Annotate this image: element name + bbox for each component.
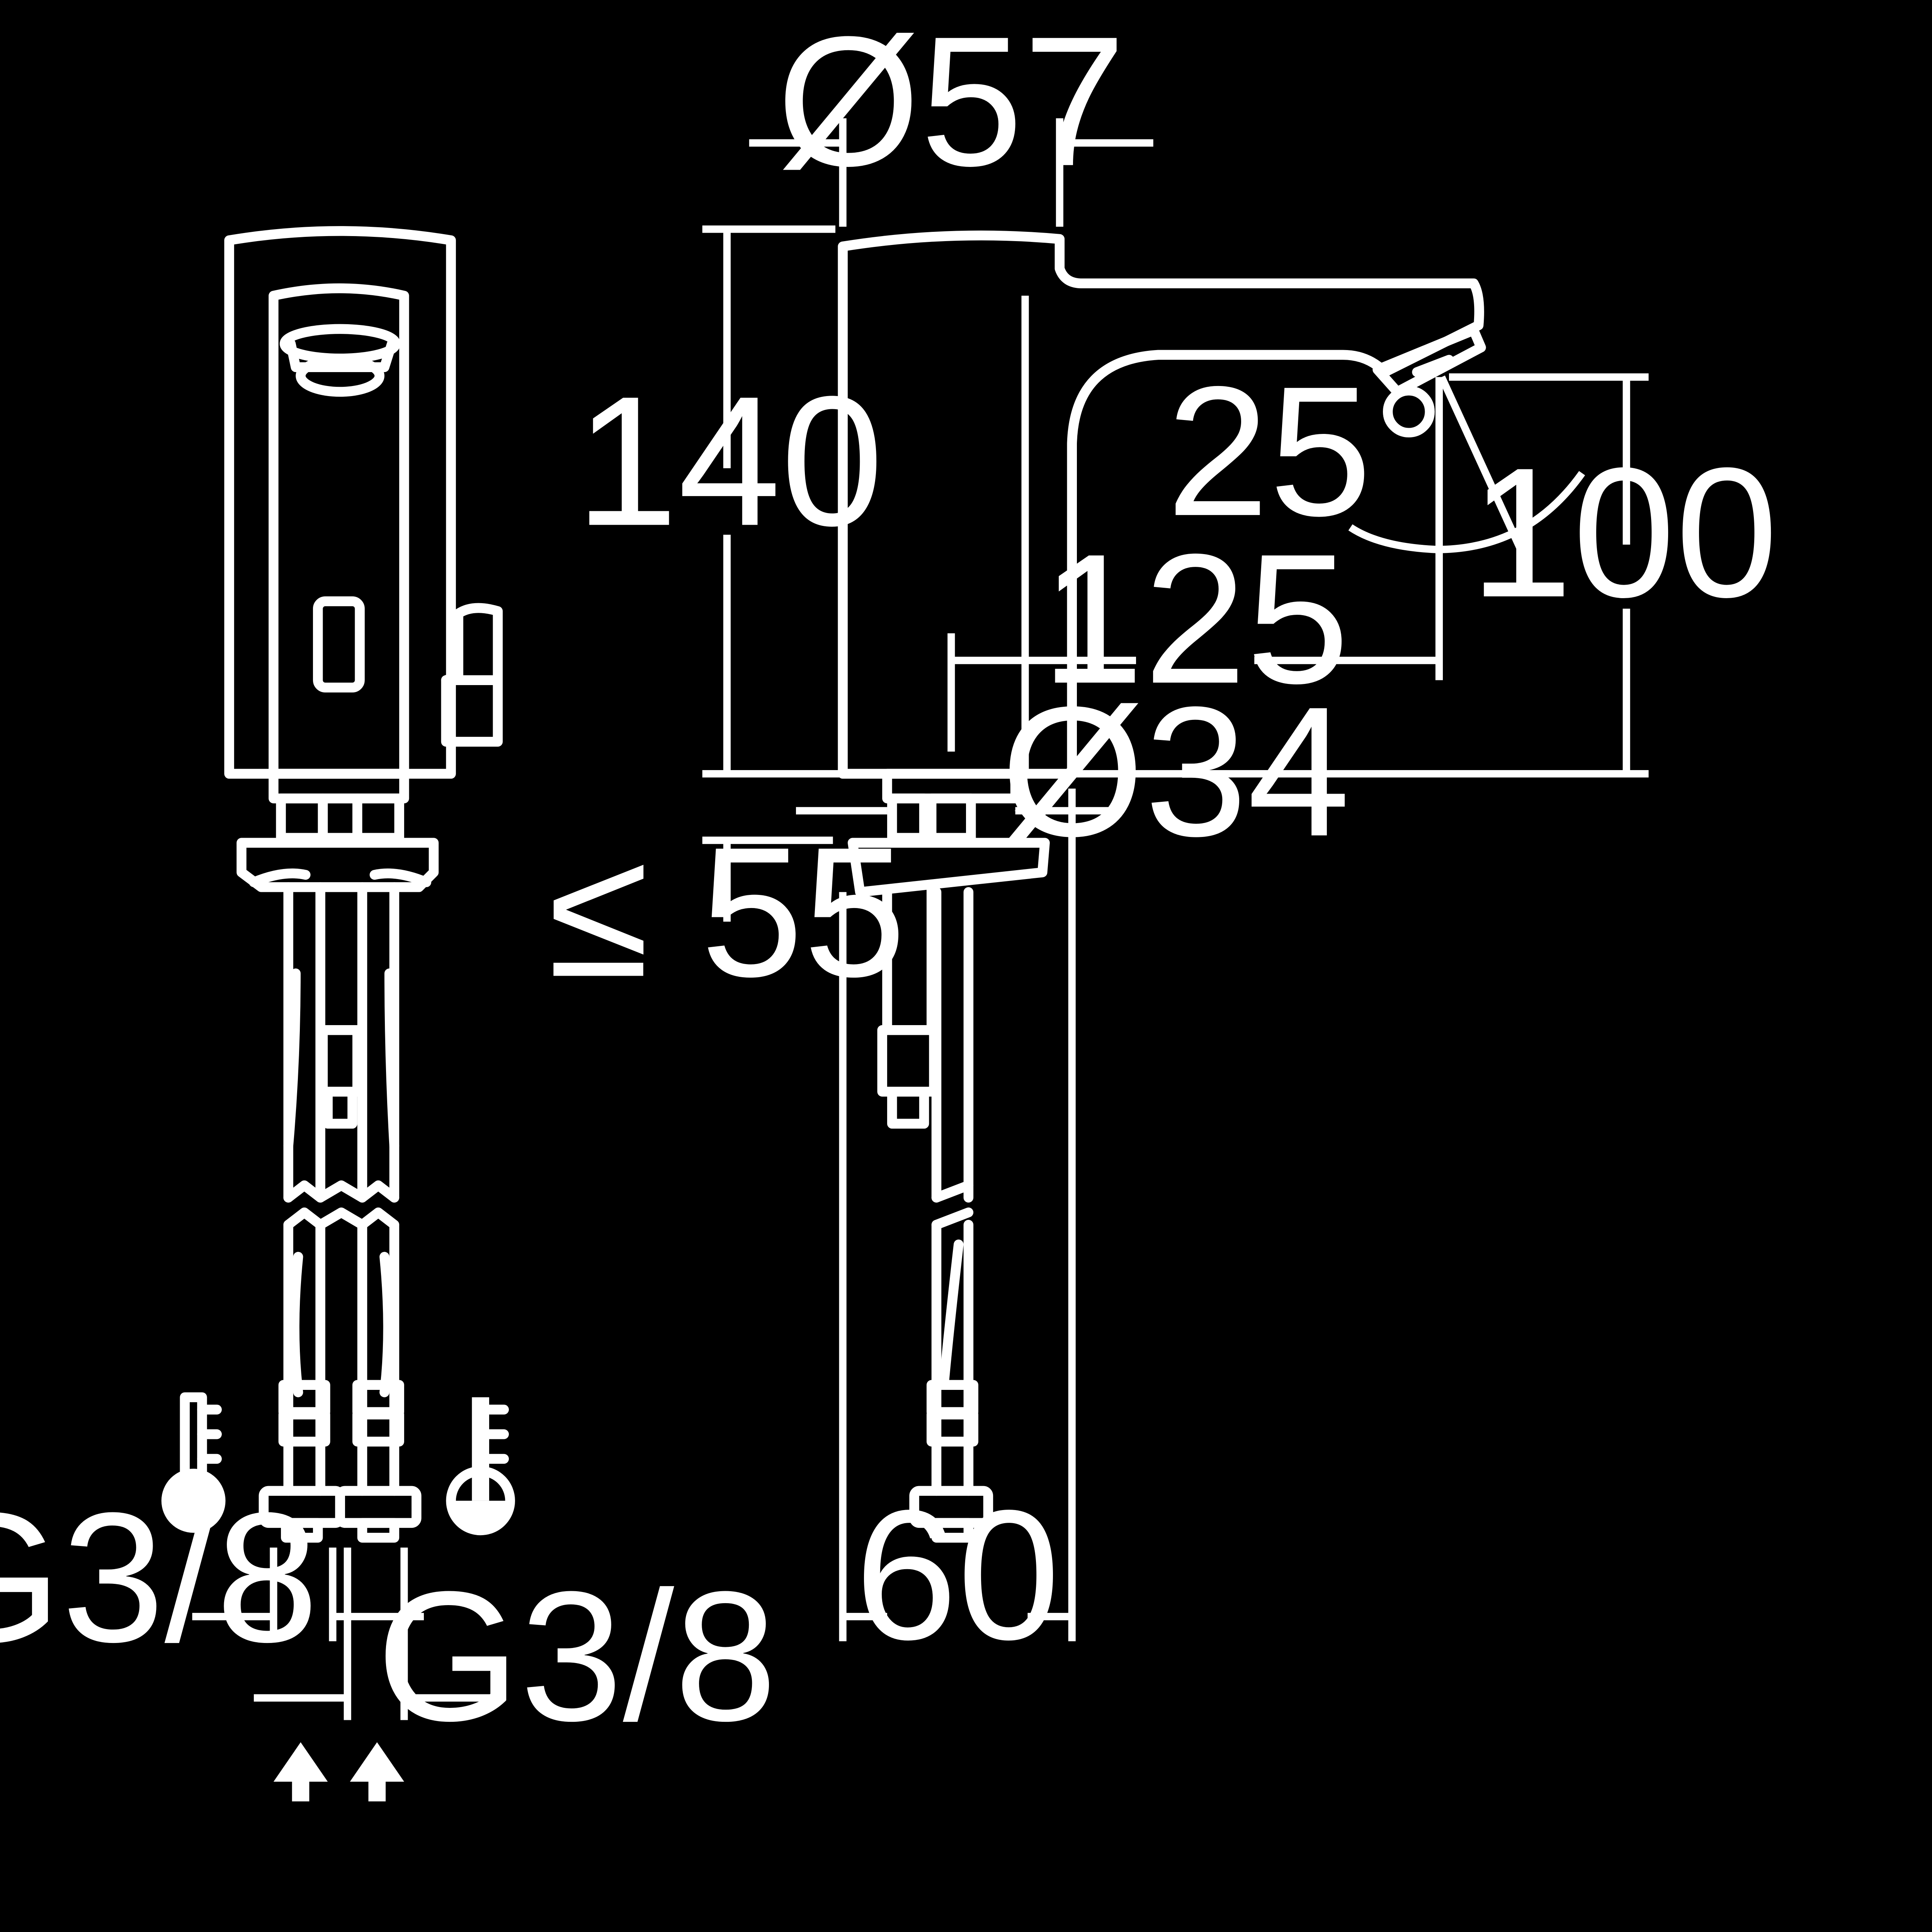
- side-valve: [441, 603, 503, 747]
- side-shank-and-hose: [847, 793, 1050, 1543]
- outlet-height-label: 100: [1470, 429, 1778, 636]
- total-height-label: 140: [575, 358, 884, 564]
- connection-right-label: G3/8: [376, 1553, 777, 1760]
- projection-label: 125: [1041, 516, 1349, 722]
- side-fixing-nut: [847, 838, 1050, 897]
- thermometer-cold-icon: [161, 1392, 226, 1533]
- sensor-window-icon: [313, 596, 365, 693]
- deck-thickness-label: ≤ 55: [548, 809, 906, 1015]
- base-depth-label: 60: [855, 1472, 1060, 1678]
- spray-angle-label: 25°: [1166, 348, 1446, 554]
- arrow-up-icon: [273, 1742, 328, 1801]
- arrow-up-icon: [350, 1742, 404, 1801]
- front-body: [224, 226, 503, 804]
- spout-diameter-label: Ø57: [777, 0, 1126, 204]
- aerator: [1372, 325, 1486, 397]
- side-dimension-lines: [702, 118, 1649, 1641]
- front-connection-dims: [192, 1548, 505, 1720]
- side-view: [702, 118, 1649, 1641]
- shank-diameter-label: Ø34: [1001, 668, 1350, 875]
- front-shank-and-hoses: [236, 793, 439, 1543]
- connection-left-label: G3/8: [0, 1474, 319, 1680]
- thermometer-hot-icon: [446, 1397, 515, 1536]
- front-view: [161, 226, 515, 1801]
- front-fixing-nut: [236, 838, 439, 892]
